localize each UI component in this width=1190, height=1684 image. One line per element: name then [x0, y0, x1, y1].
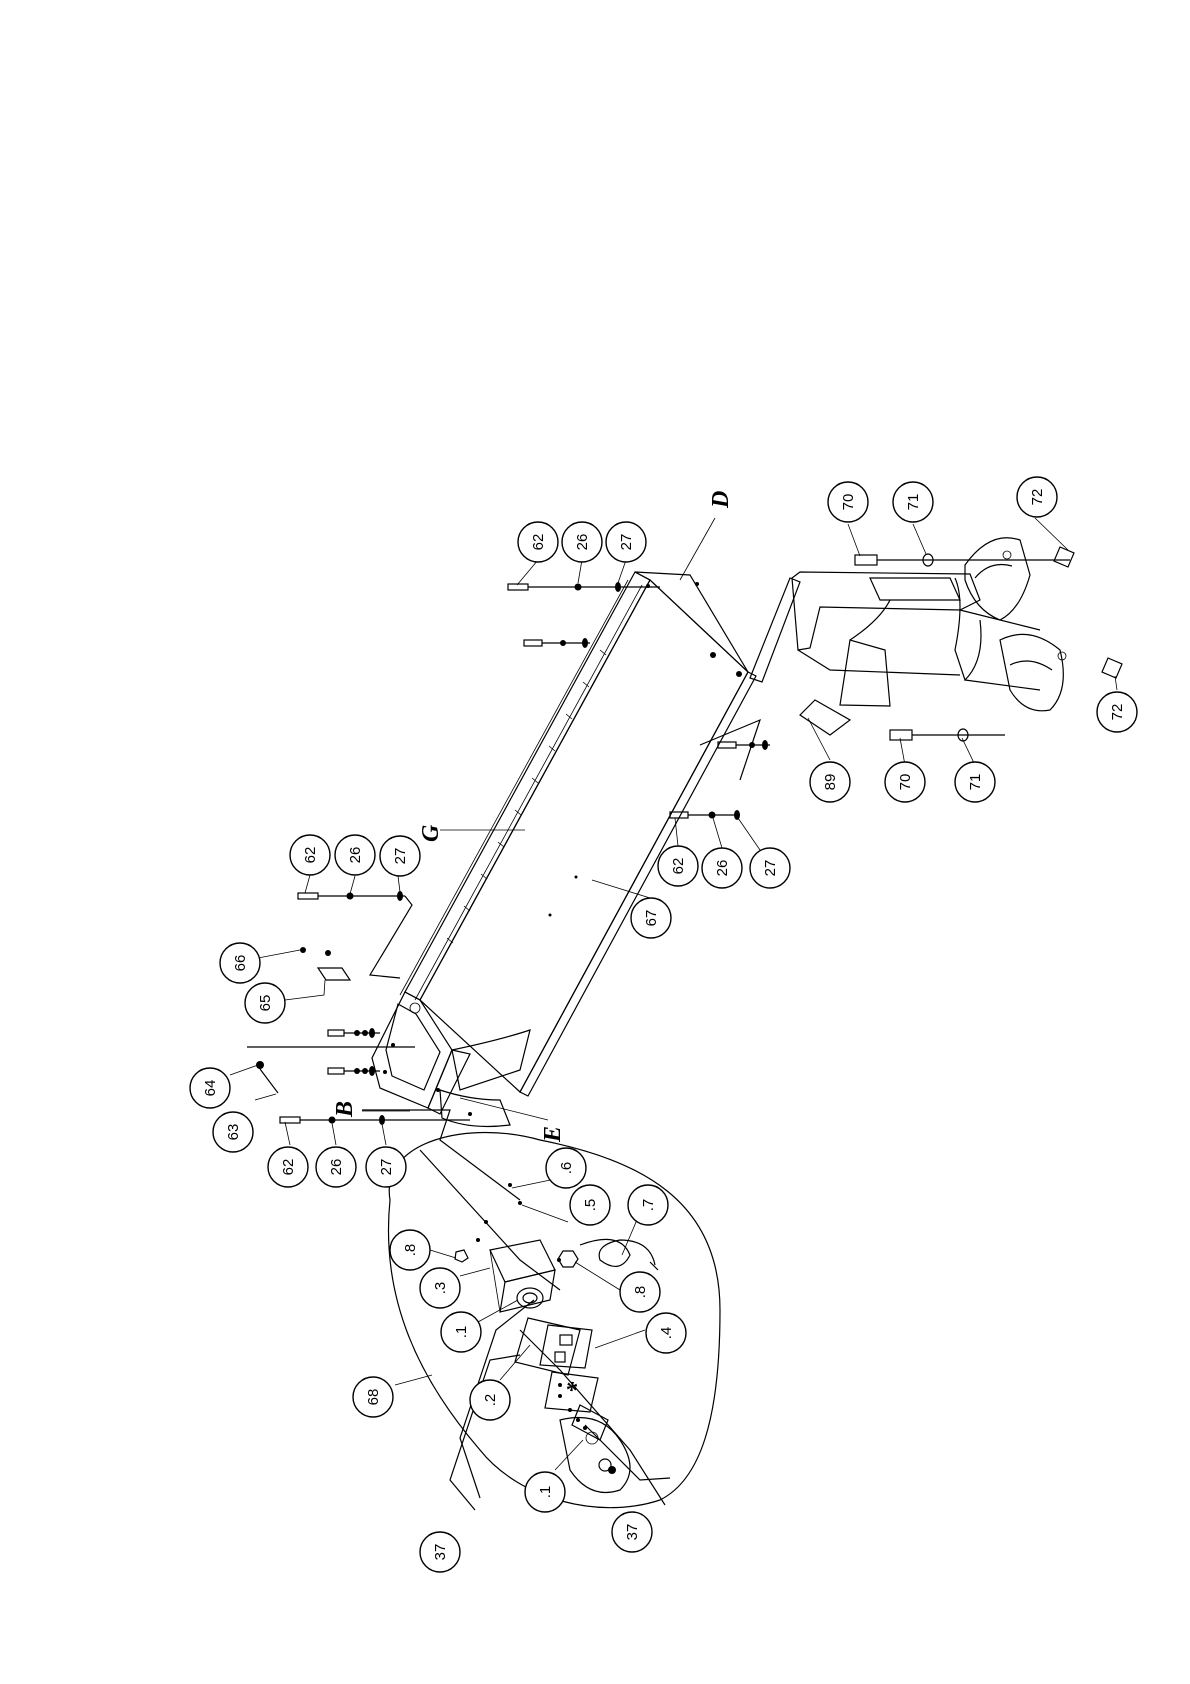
end-frame [750, 538, 1122, 735]
balloon-26-upper-left: 26 [335, 835, 375, 875]
balloon-63: 63 [213, 1112, 253, 1152]
balloon-62-mid: 62 [658, 846, 698, 886]
balloon-26-lower-left: 26 [316, 1147, 356, 1187]
svg-text:.8: .8 [402, 1244, 419, 1257]
svg-text:70: 70 [840, 494, 857, 511]
balloon-26-top: 26 [562, 522, 602, 562]
balloon-37-right: 37 [612, 1512, 652, 1552]
svg-text:.4: .4 [658, 1327, 675, 1340]
balloon-dot4: .4 [646, 1313, 686, 1353]
balloon-dot5: .5 [570, 1185, 610, 1225]
balloon-dot7: .7 [628, 1185, 668, 1225]
svg-text:26: 26 [328, 1159, 345, 1176]
svg-text:68: 68 [365, 1389, 382, 1406]
svg-text:62: 62 [302, 847, 319, 864]
svg-text:67: 67 [643, 910, 660, 927]
balloon-27-upper-left: 27 [380, 836, 420, 876]
svg-text:62: 62 [280, 1159, 297, 1176]
balloon-64: 64 [190, 1068, 230, 1108]
balloon-67: 67 [631, 898, 671, 938]
svg-text:*: * [565, 1378, 578, 1404]
balloon-89: 89 [810, 762, 850, 802]
svg-text:62: 62 [530, 534, 547, 551]
svg-text:72: 72 [1029, 489, 1046, 506]
balloon-26-mid: 26 [702, 848, 742, 888]
balloon-62-top: 62 [518, 522, 558, 562]
svg-text:27: 27 [378, 1159, 395, 1176]
balloon-71-lower: 71 [955, 762, 995, 802]
svg-text:.5: .5 [582, 1199, 599, 1212]
balloon-66: 66 [220, 943, 260, 983]
balloon-72-lower: 72 [1097, 692, 1137, 732]
item-balloons: 62 26 27 70 71 72 72 89 70 71 62 26 27 6… [190, 477, 1137, 1572]
ref-letter-e: E [540, 1126, 566, 1143]
balloon-dot2: .2 [470, 1380, 510, 1420]
ref-letter-b: B [332, 1101, 358, 1118]
ref-letter-g: G [418, 824, 444, 842]
svg-text:.3: .3 [432, 1282, 449, 1295]
svg-text:.2: .2 [482, 1394, 499, 1407]
balloon-dot1-lower: .1 [525, 1472, 565, 1512]
svg-text:.8: .8 [632, 1286, 649, 1299]
balloon-37-left: 37 [420, 1532, 460, 1572]
svg-text:26: 26 [714, 860, 731, 877]
svg-text:89: 89 [822, 774, 839, 791]
ref-letter-d: D [708, 491, 734, 509]
svg-text:37: 37 [432, 1544, 449, 1561]
balloon-27-top: 27 [606, 522, 646, 562]
balloon-70-lower: 70 [885, 762, 925, 802]
balloon-dot8-lower: .8 [620, 1272, 660, 1312]
svg-text:62: 62 [670, 858, 687, 875]
balloon-70-upper: 70 [828, 482, 868, 522]
svg-text:.1: .1 [453, 1326, 470, 1339]
balloon-27-lower-left: 27 [366, 1147, 406, 1187]
svg-text:72: 72 [1109, 704, 1126, 721]
svg-text:.6: .6 [558, 1162, 575, 1175]
svg-text:27: 27 [618, 534, 635, 551]
balloon-dot8-upper: .8 [390, 1230, 430, 1270]
svg-text:26: 26 [574, 534, 591, 551]
svg-text:.1: .1 [537, 1486, 554, 1499]
svg-text:63: 63 [225, 1124, 242, 1141]
svg-text:70: 70 [897, 774, 914, 791]
svg-text:27: 27 [392, 848, 409, 865]
svg-text:26: 26 [347, 847, 364, 864]
svg-text:65: 65 [257, 995, 274, 1012]
balloon-71-upper: 71 [893, 482, 933, 522]
svg-text:71: 71 [967, 774, 984, 791]
svg-text:27: 27 [762, 860, 779, 877]
svg-text:.7: .7 [640, 1199, 657, 1212]
balloon-62-lower-left: 62 [268, 1147, 308, 1187]
balloon-62-upper-left: 62 [290, 835, 330, 875]
balloon-72-upper: 72 [1017, 477, 1057, 517]
balloon-27-mid: 27 [750, 848, 790, 888]
svg-text:64: 64 [202, 1080, 219, 1097]
balloon-dot6: .6 [546, 1148, 586, 1188]
svg-text:37: 37 [624, 1524, 641, 1541]
balloon-68: 68 [353, 1377, 393, 1417]
balloon-65: 65 [245, 983, 285, 1023]
svg-text:71: 71 [905, 494, 922, 511]
balloon-dot1-upper: .1 [441, 1312, 481, 1352]
balloon-dot3: .3 [420, 1268, 460, 1308]
svg-text:66: 66 [232, 955, 249, 972]
